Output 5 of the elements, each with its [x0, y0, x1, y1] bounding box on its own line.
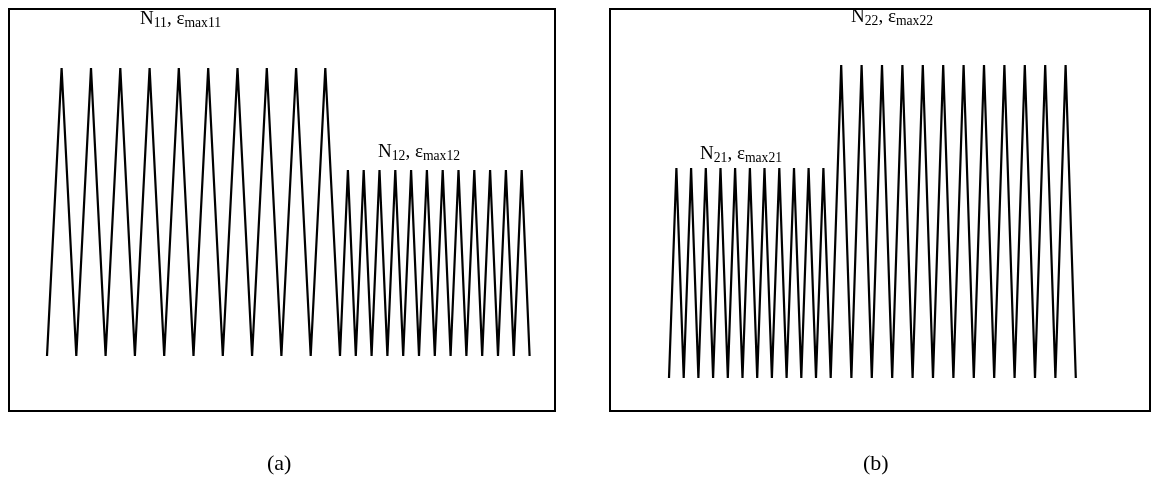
block-label: N$_{11}$, ε$_{max11}$	[140, 8, 222, 31]
block-label: N$_{21}$, ε$_{max21}$	[700, 143, 783, 166]
block-label: N$_{12}$, ε$_{max12}$	[378, 141, 461, 164]
panel-caption: (b)	[863, 452, 889, 474]
panel-caption: (a)	[267, 452, 292, 474]
